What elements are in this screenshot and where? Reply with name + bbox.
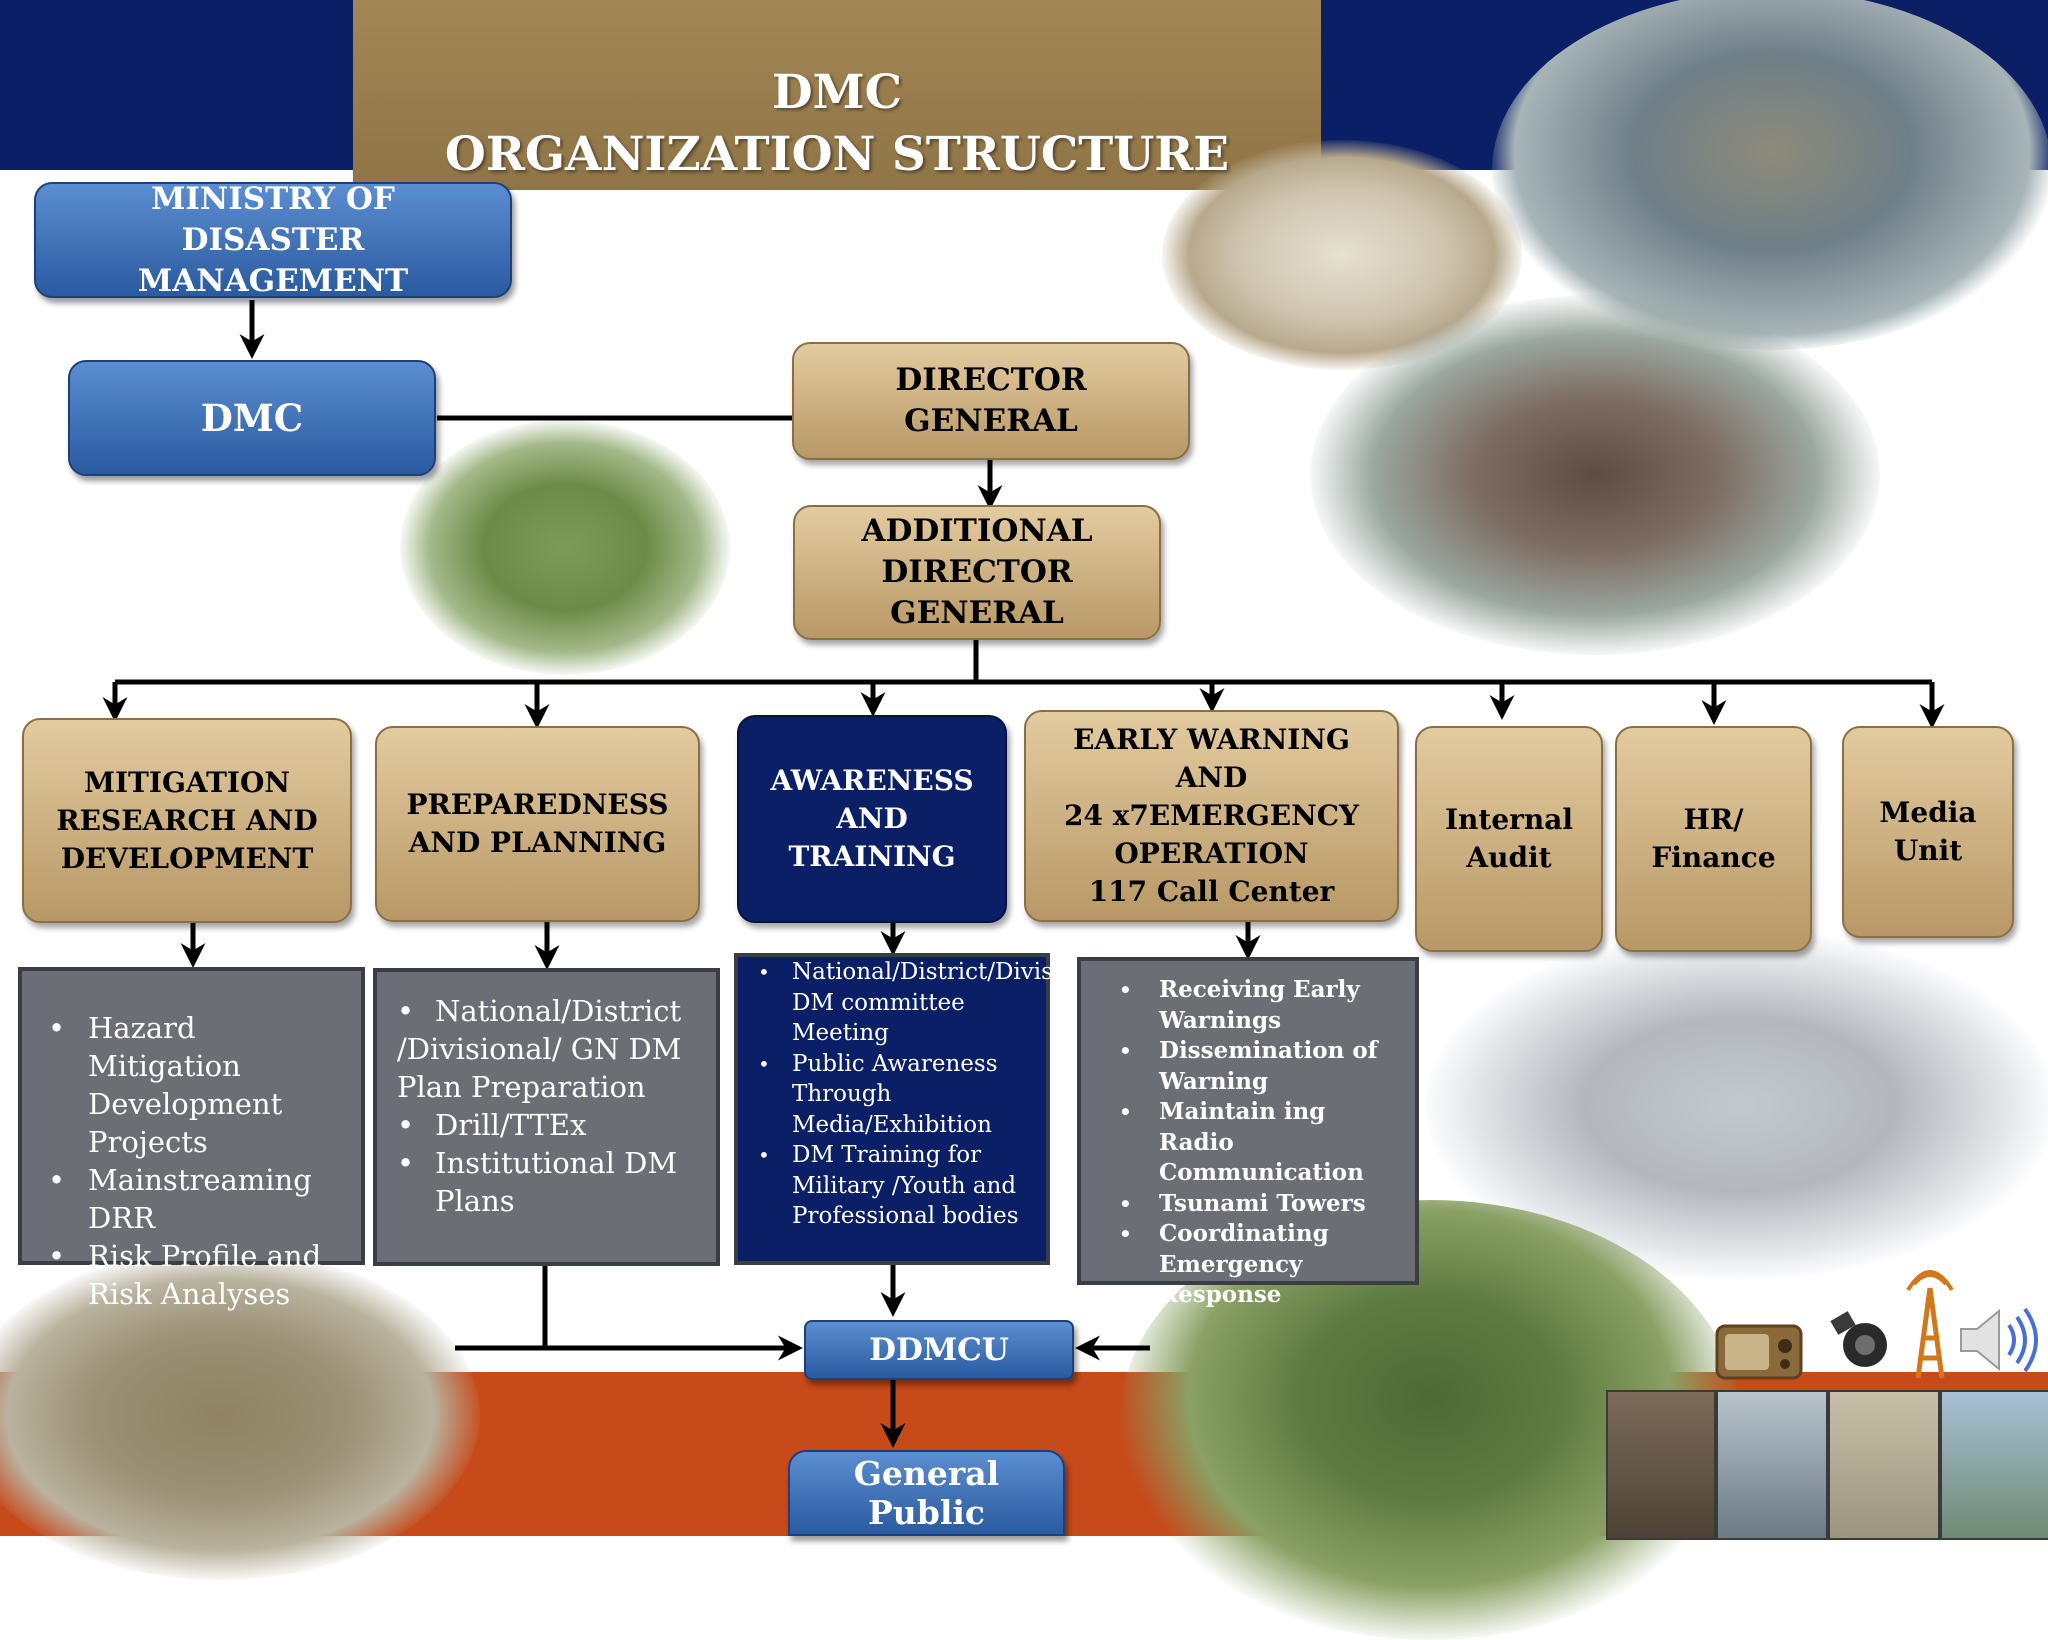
villagers-walking-photo	[400, 420, 730, 675]
detail-item: Maintain ing Radio Communication	[1101, 1097, 1407, 1189]
dmc-box: DMC	[68, 360, 436, 476]
detail-text: National/District	[435, 994, 682, 1028]
detail-text: Plan Preparation	[397, 1070, 646, 1104]
dmc-label: DMC	[200, 396, 304, 440]
radio-icon	[1715, 1324, 1803, 1380]
ministry-label: MINISTRY OF DISASTER MANAGEMENT	[137, 180, 409, 299]
early-warning-line-5: 117 Call Center	[1088, 875, 1335, 908]
detail-item: Risk Profile and Risk Analyses	[30, 1237, 351, 1313]
phone-icon	[1716, 1390, 1828, 1540]
camera-icon	[1830, 1311, 1887, 1367]
detail-item: National/District/Divisional DM committe…	[738, 957, 1110, 1049]
director-general-box: DIRECTOR GENERAL	[792, 342, 1190, 460]
additional-director-general-box: ADDITIONAL DIRECTOR GENERAL	[793, 505, 1161, 640]
bullet-icon: •	[397, 1108, 415, 1142]
detail-item: • Institutional DM Plans	[397, 1144, 708, 1220]
detail-item: • Drill/TTEx	[397, 1106, 708, 1144]
preparedness-details: • National/District /Divisional/ GN DM Pl…	[373, 968, 720, 1266]
general-public-box: General Public	[788, 1450, 1065, 1536]
early-warning-line-3: 24 x7EMERGENCY	[1064, 799, 1359, 832]
mitigation-details: Hazard Mitigation Development Projects M…	[18, 967, 365, 1311]
detail-item: Dissemination of Warning	[1101, 1036, 1407, 1097]
detail-item: Coordinating Emergency Response	[1101, 1219, 1407, 1311]
detail-item: Hazard Mitigation Development Projects	[30, 1009, 351, 1161]
meeting-photo	[1310, 295, 1880, 655]
early-warning-line-2: AND	[1175, 761, 1248, 794]
title-line-2: ORGANIZATION STRUCTURE	[444, 127, 1230, 182]
ministry-box: MINISTRY OF DISASTER MANAGEMENT	[34, 181, 512, 299]
speaker-icon	[1960, 1307, 2038, 1373]
rescue-boat-photo	[1492, 0, 2048, 350]
title-panel	[353, 0, 1321, 190]
page-title: DMC ORGANIZATION STRUCTURE	[353, 62, 1321, 186]
title-line-1: DMC	[771, 65, 903, 120]
hr-finance-label: HR/ Finance	[1651, 803, 1776, 874]
general-public-label: General Public	[853, 1454, 1000, 1532]
detail-item: Mainstreaming DRR	[30, 1161, 351, 1237]
preparedness-box: PREPAREDNESS AND PLANNING	[375, 726, 700, 922]
director-general-label: DIRECTOR GENERAL	[895, 362, 1087, 439]
media-unit-box: Media Unit	[1842, 726, 2014, 938]
detail-item: Receiving Early Warnings	[1101, 975, 1407, 1036]
early-warning-box: EARLY WARNING AND 24 x7EMERGENCY OPERATI…	[1024, 710, 1399, 922]
ddmcu-box: DDMCU	[804, 1320, 1074, 1380]
building-icon	[1940, 1390, 2048, 1540]
awareness-label: AWARENESS AND TRAINING	[770, 764, 974, 873]
detail-text: /Divisional/ GN DM	[397, 1032, 682, 1066]
early-warning-line-4: OPERATION	[1114, 837, 1309, 870]
preparedness-label: PREPAREDNESS AND PLANNING	[406, 788, 669, 859]
internal-audit-box: Internal Audit	[1415, 726, 1603, 952]
detail-text: Drill/TTEx	[435, 1108, 587, 1142]
detail-text: Institutional DM Plans	[435, 1146, 678, 1218]
bullet-icon: •	[397, 994, 415, 1028]
detail-item: Tsunami Towers	[1101, 1189, 1407, 1220]
ddmcu-label: DDMCU	[869, 1332, 1009, 1368]
detail-item: • National/District	[397, 992, 708, 1030]
mitigation-box: MITIGATION RESEARCH AND DEVELOPMENT	[22, 718, 352, 923]
hr-finance-box: HR/ Finance	[1615, 726, 1812, 952]
media-unit-label: Media Unit	[1879, 796, 1977, 867]
internal-audit-label: Internal Audit	[1444, 803, 1574, 874]
early-warning-line-1: EARLY WARNING	[1073, 723, 1350, 756]
additional-director-general-label: ADDITIONAL DIRECTOR GENERAL	[861, 513, 1093, 631]
connector-lines	[102, 300, 1945, 1448]
tower-icon	[1906, 1270, 1954, 1379]
person-photo-icon	[1606, 1390, 1716, 1540]
awareness-details: National/District/Divisional DM committe…	[734, 953, 1110, 1265]
megaphone-icon	[1828, 1390, 1940, 1540]
mitigation-label: MITIGATION RESEARCH AND DEVELOPMENT	[56, 765, 318, 875]
bullet-icon: •	[397, 1146, 415, 1180]
detail-item: DM Training for Military /Youth and Prof…	[738, 1140, 1040, 1232]
early-warning-details: Receiving Early Warnings Dissemination o…	[1077, 957, 1419, 1308]
detail-item: Public Awareness Through Media/Exhibitio…	[738, 1049, 1040, 1141]
awareness-box: AWARENESS AND TRAINING	[737, 715, 1007, 923]
